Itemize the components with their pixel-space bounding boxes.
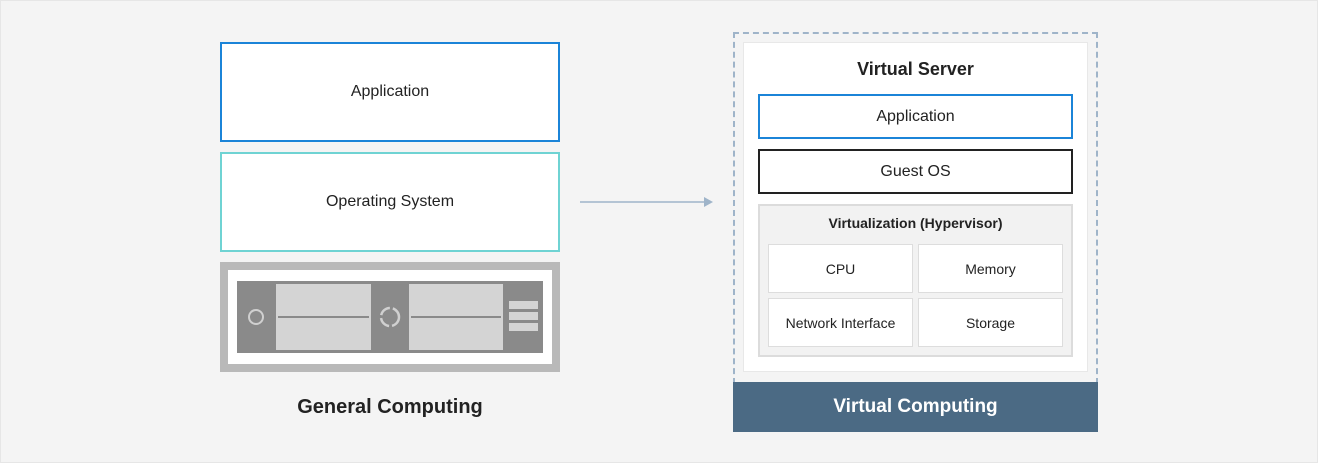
general-computing-caption: General Computing (297, 396, 483, 418)
general-application-label: Application (350, 83, 430, 100)
guest-os-label: Guest OS (880, 162, 951, 180)
virtual-application-label: Application (876, 107, 955, 125)
guest-os-layer: Guest OS (758, 149, 1073, 194)
resource-storage: Storage (918, 298, 1063, 347)
general-application-layer: Application (220, 42, 560, 142)
general-os-layer: Operating System (220, 152, 560, 252)
resource-cpu-label: CPU (825, 260, 856, 277)
virtual-server-title: Virtual Server (857, 59, 974, 79)
resource-network-interface: Network Interface (768, 298, 913, 347)
arrow-right-icon (580, 197, 713, 207)
resource-cpu: CPU (768, 244, 913, 293)
virtual-computing-caption-label: Virtual Computing (833, 396, 998, 417)
server-hardware-icon (220, 262, 560, 372)
virtual-application-layer: Application (758, 94, 1073, 139)
resource-memory-label: Memory (965, 260, 1016, 277)
resource-storage-label: Storage (965, 314, 1016, 331)
hypervisor-title: Virtualization (Hypervisor) (828, 215, 1003, 231)
general-os-label: Operating System (325, 193, 455, 210)
virtual-computing-caption: Virtual Computing (733, 382, 1098, 432)
resource-network-label: Network Interface (785, 314, 896, 331)
resource-memory: Memory (918, 244, 1063, 293)
